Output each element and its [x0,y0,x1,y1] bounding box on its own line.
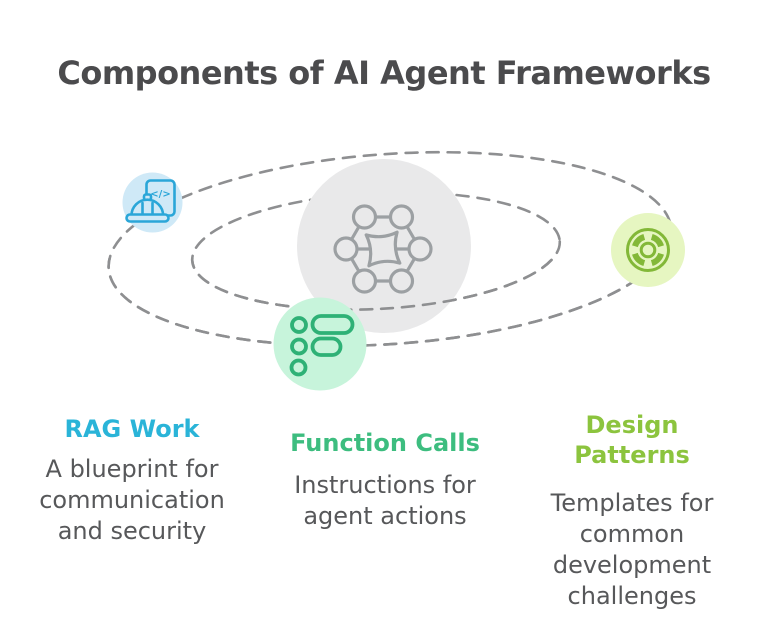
orbit-outer-front [107,258,673,348]
orbit-inner-front [190,258,562,312]
network-hexagon-icon [333,204,433,294]
design-patterns-description: Templates for common development challen… [517,488,747,612]
design-patterns-node-circle [611,213,685,287]
rag-node: </> [122,172,183,233]
function-calls-description-line: Instructions for [294,471,476,499]
rag-description: A blueprint for communication and securi… [17,454,247,547]
design-patterns-description-line: development [552,551,712,579]
design-patterns-heading-line: Design [585,411,679,439]
function-calls-description: Instructions for agent actions [270,470,500,532]
rag-description-line: and security [57,517,207,545]
design-patterns-heading: Design Patterns [517,410,747,470]
design-patterns-text-block: Design Patterns Templates for common dev… [517,410,747,612]
function-calls-text-block: Function Calls Instructions for agent ac… [270,428,500,532]
design-patterns-description-line: common [579,520,685,548]
design-patterns-heading-line: Patterns [574,441,690,469]
code-glyph: </> [150,189,170,200]
rag-description-line: communication [39,486,225,514]
orbits-front [107,258,673,348]
design-patterns-node [611,213,685,287]
rag-text-block: RAG Work A blueprint for communication a… [17,414,247,547]
function-calls-heading-line: Function Calls [290,429,480,457]
rag-heading: RAG Work [17,414,247,444]
function-calls-node-circle [273,297,367,391]
function-calls-node [273,297,367,391]
function-calls-description-line: agent actions [303,502,467,530]
pattern-wheel-icon [626,228,670,272]
list-items-icon [289,314,355,377]
function-calls-heading: Function Calls [270,428,500,458]
rag-heading-line: RAG Work [64,415,200,443]
rag-description-line: A blueprint for [45,455,219,483]
blueprint-document-hardhat-icon: </> [125,179,176,223]
design-patterns-description-line: Templates for [550,489,714,517]
page-title: Components of AI Agent Frameworks [57,54,711,92]
design-patterns-description-line: challenges [567,582,697,610]
